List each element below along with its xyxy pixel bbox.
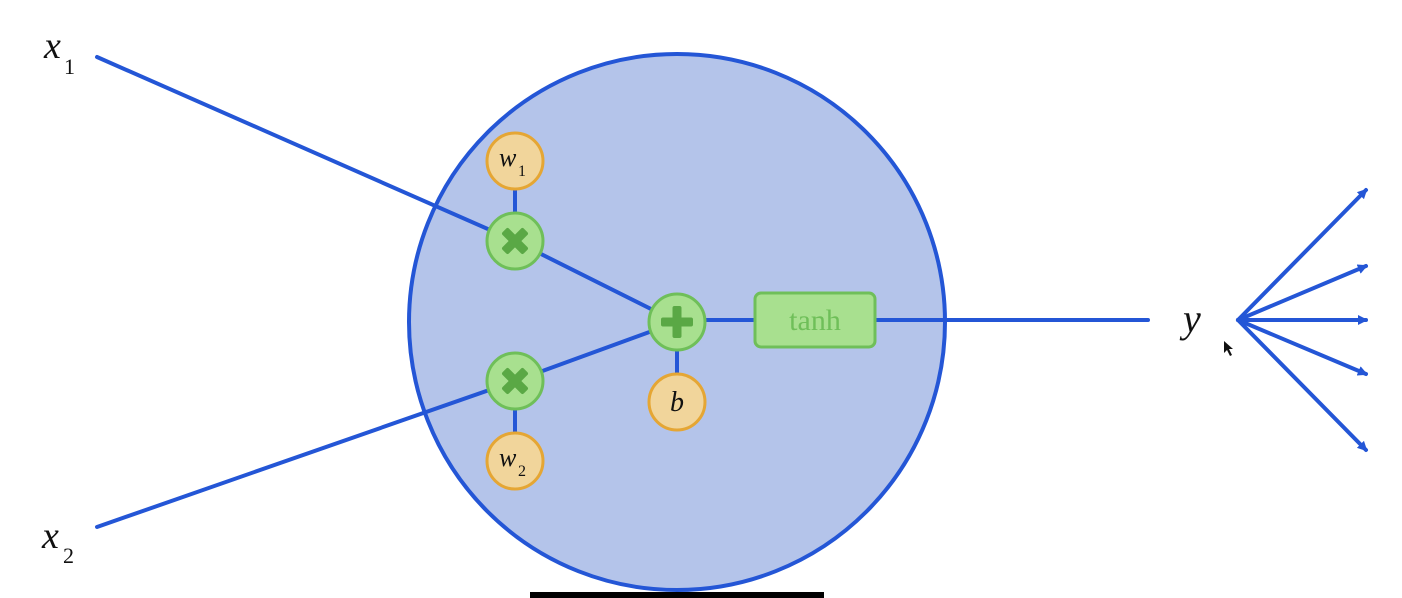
mouse-cursor-icon bbox=[1224, 341, 1233, 356]
output-arrow bbox=[1236, 318, 1368, 376]
multiply-icon bbox=[502, 368, 528, 394]
weight-sub-w2: 2 bbox=[518, 463, 526, 480]
input-wire-x2 bbox=[95, 379, 517, 529]
input-label-x2: x bbox=[41, 515, 59, 557]
weight-node-w2 bbox=[485, 431, 545, 491]
bias-node bbox=[647, 372, 707, 432]
sum-node bbox=[647, 292, 707, 352]
multiply-icon bbox=[502, 228, 528, 254]
weight-node-w1 bbox=[485, 131, 545, 191]
multiply-node-1 bbox=[485, 211, 545, 271]
multiply-node-2 bbox=[485, 351, 545, 411]
wire-mult1-to-sum bbox=[513, 239, 679, 324]
output-arrow bbox=[1236, 264, 1368, 322]
plus-icon bbox=[661, 306, 693, 338]
output-arrow bbox=[1236, 188, 1368, 322]
input-sub-x2: 2 bbox=[63, 543, 74, 568]
base-bar bbox=[530, 592, 824, 598]
output-fanout bbox=[1236, 188, 1368, 452]
activation-box bbox=[753, 291, 877, 349]
weight-label-w1: w bbox=[499, 143, 517, 172]
input-sub-x1: 1 bbox=[64, 54, 75, 79]
input-wire-x1 bbox=[95, 55, 517, 243]
output-arrow bbox=[1236, 318, 1368, 452]
weight-label-w2: w bbox=[499, 443, 517, 472]
output-label: y bbox=[1179, 296, 1201, 341]
weight-sub-w1: 1 bbox=[518, 163, 526, 180]
activation-label: tanh bbox=[789, 304, 841, 337]
bias-label: b bbox=[670, 387, 684, 418]
input-label-x1: x bbox=[43, 25, 61, 67]
